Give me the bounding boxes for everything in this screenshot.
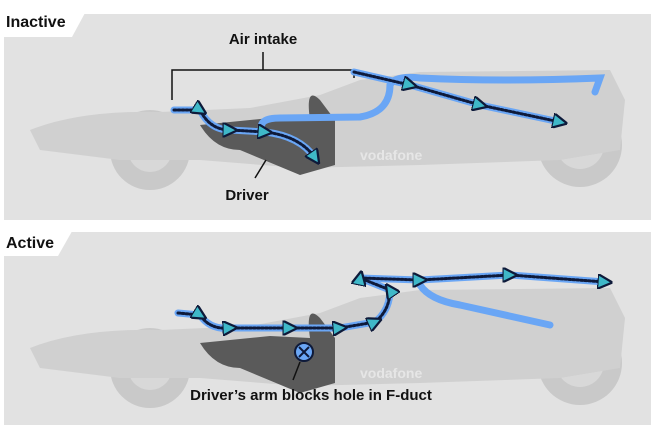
tab-active: Active: [6, 235, 54, 252]
airflow: [174, 275, 605, 328]
panel-active: Active Driver’s arm blocks hole in F-duc…: [0, 226, 651, 425]
airflow: [170, 68, 606, 158]
blocked-hole-icon: [294, 342, 314, 362]
panel-inactive: Inactive Air intake Driver: [4, 14, 651, 220]
tab-inactive: Inactive: [6, 14, 66, 31]
air-intake-label: Air intake: [229, 31, 297, 48]
driver-label: Driver: [225, 187, 269, 204]
driver-arm-label: Driver’s arm blocks hole in F-duct: [190, 387, 432, 404]
